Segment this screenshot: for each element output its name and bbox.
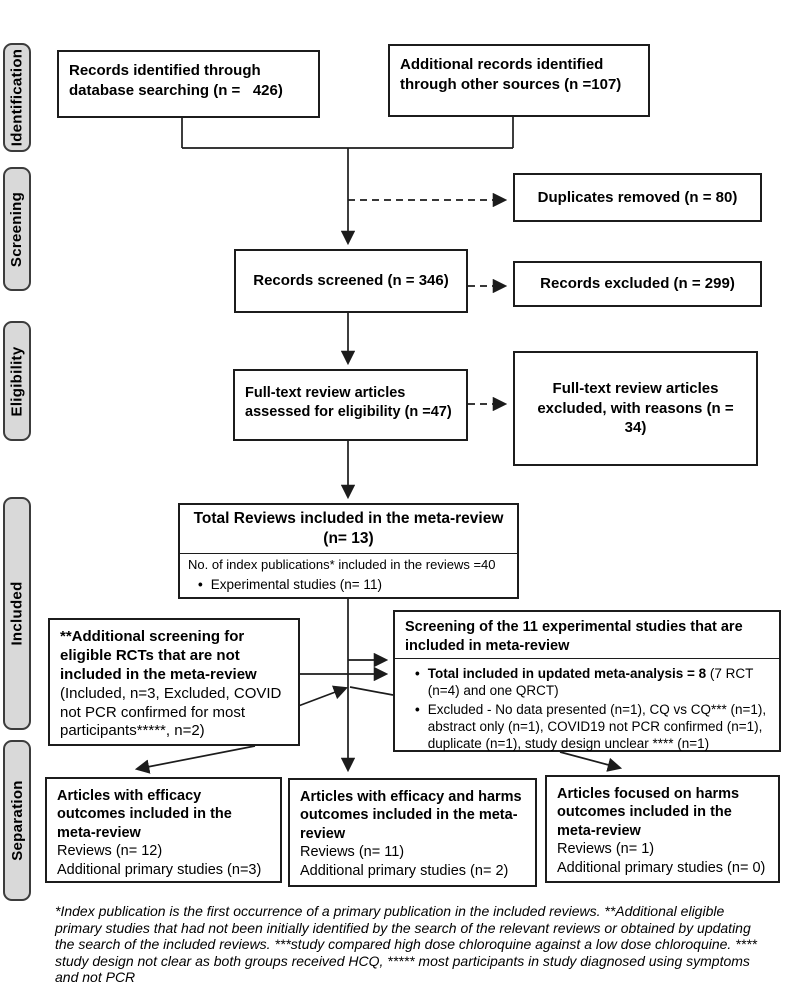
outcome-additional: Additional primary studies (n= 0) — [557, 859, 766, 876]
total-reviews-subtitle: No. of index publications* included in t… — [188, 556, 496, 572]
experimental-screening-title: Screening of the 11 experimental studies… — [395, 618, 779, 660]
box-fulltext-excluded: Full-text review articles excluded, with… — [513, 351, 758, 466]
bullet-text: Total included in updated meta-analysis … — [428, 665, 769, 699]
bullet-text: Experimental studies (n= 11) — [210, 576, 382, 592]
outcome-reviews: Reviews (n= 12) — [57, 843, 163, 860]
box-text: Duplicates removed (n = 80) — [537, 188, 738, 206]
bullet-rest: (7 RCT (n=4) and one QRCT) — [427, 666, 754, 699]
additional-screening-details: (Included, n=3, Excluded, COVID not PCR … — [60, 684, 282, 740]
box-harms-outcomes: Articles focused on harms outcomes inclu… — [545, 775, 780, 883]
box-duplicates-removed: Duplicates removed (n = 80) — [513, 173, 762, 222]
outcome-reviews: Reviews (n= 11) — [300, 844, 405, 861]
box-efficacy-outcomes: Articles with efficacy outcomes included… — [45, 777, 282, 883]
bullet-lead: Total included in updated meta-analysis … — [427, 666, 707, 682]
stage-label: Screening — [8, 191, 26, 267]
box-fulltext-assessed: Full-text review articles assessed for e… — [233, 369, 468, 441]
outcome-reviews: Reviews (n= 1) — [557, 841, 655, 858]
stage-label: Included — [8, 581, 26, 646]
outcome-additional: Additional primary studies (n=3) — [57, 861, 262, 878]
box-additional-screening: **Additional screening for eligible RCTs… — [48, 618, 300, 746]
box-efficacy-harms-outcomes: Articles with efficacy and harms outcome… — [288, 778, 537, 887]
stage-tab-separation: Separation — [3, 740, 31, 901]
divider — [180, 552, 517, 554]
total-reviews-title: Total Reviews included in the meta-revie… — [193, 510, 504, 548]
stage-label: Separation — [8, 780, 26, 861]
box-total-reviews: Total Reviews included in the meta-revie… — [178, 503, 519, 599]
experimental-bullet-2: Excluded - No data presented (n=1), CQ v… — [405, 701, 769, 752]
stage-tab-eligibility: Eligibility — [3, 321, 31, 441]
outcome-title: Articles with efficacy and harms outcome… — [300, 789, 522, 842]
box-text: Full-text review articles assessed for e… — [245, 385, 452, 420]
outcome-additional: Additional primary studies (n= 2) — [300, 862, 509, 879]
box-text: Additional records identified through ot… — [400, 56, 622, 93]
stage-tab-screening: Screening — [3, 167, 31, 291]
bullet-text: Excluded - No data presented (n=1), CQ v… — [427, 702, 767, 752]
stage-label: Eligibility — [8, 346, 26, 416]
outcome-title: Articles with efficacy outcomes included… — [57, 788, 232, 841]
experimental-bullet-1: Total included in updated meta-analysis … — [405, 665, 769, 699]
outcome-title: Articles focused on harms outcomes inclu… — [557, 786, 740, 839]
stage-tab-included: Included — [3, 497, 31, 730]
box-text: Records excluded (n = 299) — [540, 275, 735, 293]
footnote: *Index publication is the first occurren… — [55, 903, 757, 986]
box-text: Records identified through database sear… — [69, 62, 283, 99]
box-additional-records: Additional records identified through ot… — [388, 44, 650, 117]
total-reviews-bullet: Experimental studies (n= 11) — [188, 576, 509, 593]
additional-screening-heading: **Additional screening for eligible RCTs… — [60, 628, 257, 683]
box-text: Full-text review articles excluded, with… — [537, 380, 734, 437]
box-records-identified: Records identified through database sear… — [57, 50, 320, 118]
box-records-screened: Records screened (n = 346) — [234, 249, 468, 313]
stage-tab-identification: Identification — [3, 43, 31, 152]
stage-label: Identification — [8, 48, 26, 147]
box-records-excluded: Records excluded (n = 299) — [513, 261, 762, 307]
box-experimental-screening: Screening of the 11 experimental studies… — [393, 610, 781, 752]
box-text: Records screened (n = 346) — [253, 272, 449, 290]
